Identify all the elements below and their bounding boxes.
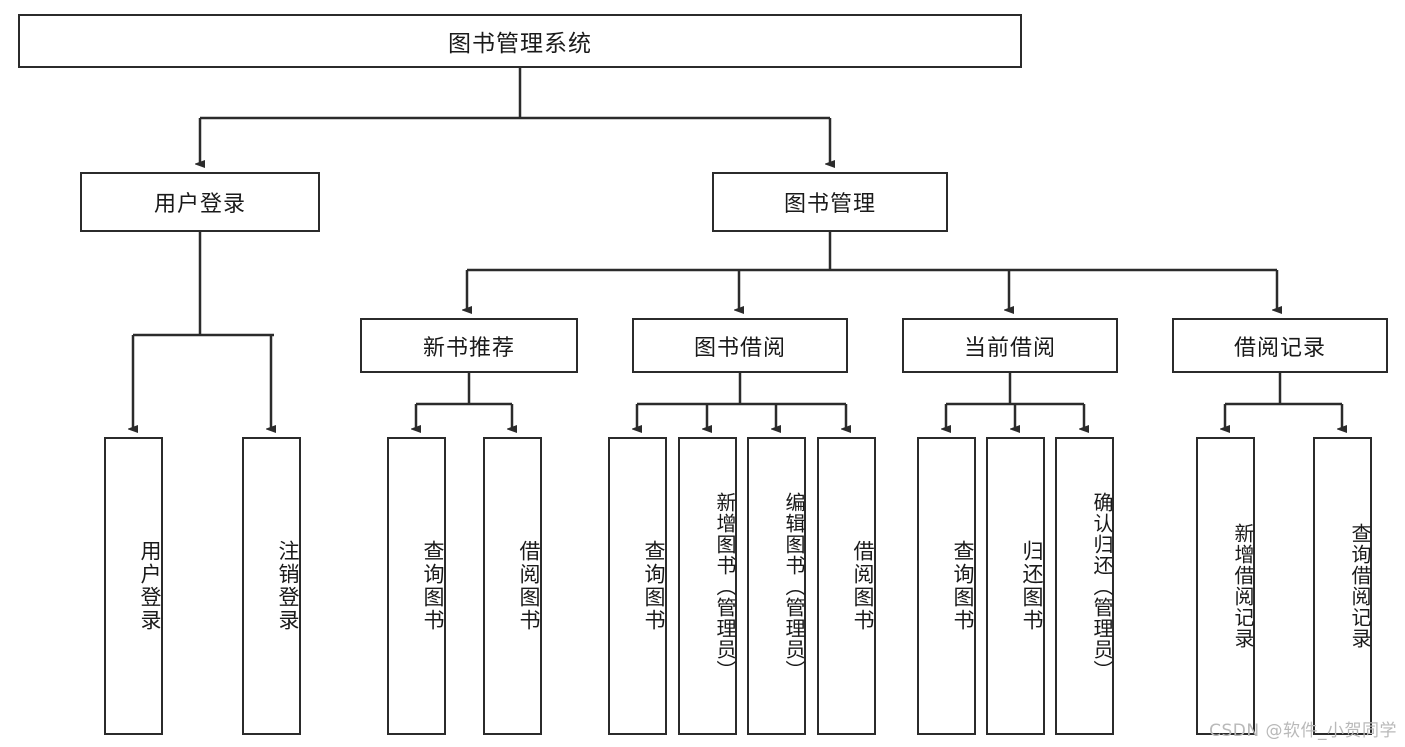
node-leaf-borrow-book-2[interactable]: 借阅图书 <box>817 437 876 735</box>
node-borrow-record[interactable]: 借阅记录 <box>1172 318 1388 373</box>
watermark-text: CSDN @软件_小贺同学 <box>1209 721 1397 741</box>
node-book-management-system[interactable]: 图书管理系统 <box>18 14 1022 68</box>
node-leaf-add-record[interactable]: 新增借阅记录 <box>1196 437 1255 735</box>
node-book-borrow[interactable]: 图书借阅 <box>632 318 848 373</box>
node-book-management[interactable]: 图书管理 <box>712 172 948 232</box>
node-leaf-borrow-book-1[interactable]: 借阅图书 <box>483 437 542 735</box>
node-leaf-query-book-3[interactable]: 查询图书 <box>917 437 976 735</box>
node-leaf-user-login[interactable]: 用户登录 <box>104 437 163 735</box>
node-new-book-recommend[interactable]: 新书推荐 <box>360 318 578 373</box>
node-leaf-query-book-1[interactable]: 查询图书 <box>387 437 446 735</box>
node-leaf-return-book[interactable]: 归还图书 <box>986 437 1045 735</box>
node-current-borrow[interactable]: 当前借阅 <box>902 318 1118 373</box>
node-leaf-logout[interactable]: 注销登录 <box>242 437 301 735</box>
node-leaf-query-book-2[interactable]: 查询图书 <box>608 437 667 735</box>
node-user-login[interactable]: 用户登录 <box>80 172 320 232</box>
node-leaf-add-book[interactable]: 新增图书（管理员） <box>678 437 737 735</box>
node-leaf-edit-book[interactable]: 编辑图书（管理员） <box>747 437 806 735</box>
node-leaf-confirm-return[interactable]: 确认归还（管理员） <box>1055 437 1114 735</box>
node-leaf-query-record[interactable]: 查询借阅记录 <box>1313 437 1372 735</box>
